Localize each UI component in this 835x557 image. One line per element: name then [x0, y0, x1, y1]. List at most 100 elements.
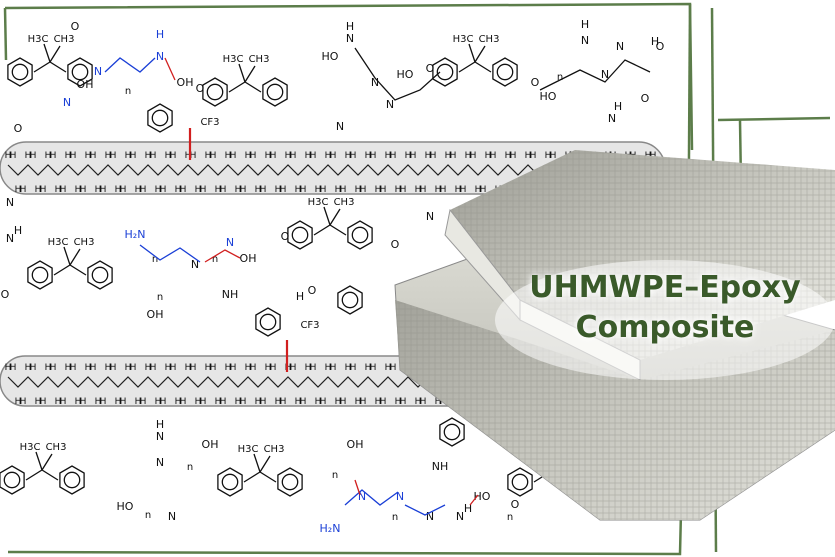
hydrogen-label: H	[145, 363, 152, 373]
hydrogen-label: H	[85, 363, 92, 373]
hydrogen-label: H	[400, 397, 407, 407]
hydrogen-label: H	[280, 185, 287, 195]
nitrogen-label: N	[426, 510, 434, 523]
hydrogen-label: H	[250, 151, 257, 161]
hydrogen-label: H	[25, 363, 32, 373]
hydrogen-label: H	[320, 185, 327, 195]
hydrogen-label: H	[140, 397, 147, 407]
benzene-ring	[347, 220, 373, 250]
hydrogen-label: H	[105, 363, 112, 373]
hydrogen-label: H	[460, 185, 467, 195]
epoxy-backbone	[354, 47, 441, 101]
nitrogen-label: N	[601, 68, 609, 81]
hydrogen-label: H	[20, 397, 27, 407]
hydroxyl-label: OH	[77, 78, 94, 91]
benzene-ring	[277, 467, 303, 497]
nitrogen-label: N	[371, 76, 379, 89]
hydrogen-label: H	[355, 397, 362, 407]
hydrogen-label: H	[440, 185, 447, 195]
graft-bond	[164, 57, 176, 81]
hydrogen-label: H	[380, 185, 387, 195]
trifluoromethyl-label: CF3	[300, 320, 319, 331]
hydrogen-label: H	[270, 151, 277, 161]
hydrogen-label: H	[300, 185, 307, 195]
hydrogen-label: H	[465, 151, 472, 161]
hydrogen-label: H	[150, 151, 157, 161]
hydrogen-label: H	[445, 151, 452, 161]
nitrogen-label: N	[426, 210, 434, 223]
aromatic-circle	[11, 63, 29, 81]
hydroxyl-label: HO	[540, 90, 557, 103]
amine-label: H₂N	[125, 228, 146, 241]
hydrogen-label: H	[310, 363, 317, 373]
amine-bond	[139, 244, 201, 263]
nitrogen-label: N	[63, 96, 71, 109]
aromatic-circle	[221, 473, 239, 491]
composite-caption: UHMWPE–Epoxy Composite	[500, 268, 830, 348]
hydrogen-label: H	[75, 397, 82, 407]
hydrogen-label: H	[265, 151, 272, 161]
hydrogen-label: H	[165, 363, 172, 373]
aromatic-circle	[496, 63, 514, 81]
caption-line-2: Composite	[575, 310, 755, 345]
aromatic-circle	[3, 471, 21, 489]
hydrogen-label: H	[200, 397, 207, 407]
hydrogen-label: H	[180, 397, 187, 407]
hydrogen-label: H	[50, 151, 57, 161]
methyl-bond	[253, 453, 271, 473]
hydrogen-label: H	[120, 397, 127, 407]
benzene-ring	[507, 467, 533, 497]
hydrogen-label: H	[95, 397, 102, 407]
methyl-label: CH3	[54, 34, 75, 45]
benzene-ring	[255, 307, 281, 337]
nitrogen-label: N	[386, 98, 394, 111]
hydrogen-label: H	[545, 151, 552, 161]
hydrogen-label: H	[290, 151, 297, 161]
nitrogen-label: N	[396, 490, 404, 503]
hydrogen-label: H	[340, 397, 347, 407]
hydrogen-label: H	[410, 151, 417, 161]
oxygen-label: O	[308, 284, 317, 297]
hydrogen-label: H	[285, 151, 292, 161]
oxygen-label: O	[656, 40, 665, 53]
oxygen-label: O	[511, 498, 520, 511]
hydrogen-label: H	[30, 151, 37, 161]
hydrogen-label: H	[40, 185, 47, 195]
hydrogen-label: H	[205, 363, 212, 373]
hydroxyl-label: HO	[474, 490, 491, 503]
hydrogen-label: H	[215, 185, 222, 195]
hydrogen-label: H	[185, 363, 192, 373]
hydrogen-label: H	[420, 185, 427, 195]
composite-sample-photo	[394, 150, 835, 521]
hydrogen-label: H	[175, 397, 182, 407]
oxygen-label: O	[14, 122, 23, 135]
nitrogen-label: N	[6, 196, 14, 209]
aromatic-circle	[151, 109, 169, 127]
hydrogen-label: H	[300, 397, 307, 407]
hydrogen-label: H	[385, 363, 392, 373]
hydrogen-label: H	[225, 151, 232, 161]
hydrogen-label: H	[185, 151, 192, 161]
hydrogen-label: H	[165, 151, 172, 161]
hydrogen-label: H	[450, 151, 457, 161]
methyl-bond	[238, 63, 256, 83]
aromatic-circle	[259, 313, 277, 331]
oxygen-label: O	[641, 92, 650, 105]
hydrogen-label: H	[310, 151, 317, 161]
uhmwpe-chain-top: HHHHHHHHHHHHHHHHHHHHHHHHHHHHHHHHHHHHHHHH…	[0, 141, 666, 195]
benzene-ring	[262, 77, 288, 107]
hydrogen-label: H	[10, 363, 17, 373]
hydrogen-label: H	[45, 151, 52, 161]
hydrogen-label: H	[80, 397, 87, 407]
nitrogen-label: N	[608, 112, 616, 125]
hydrogen-label: H	[320, 397, 327, 407]
hydrogen-label: H	[651, 35, 659, 48]
hydrogen-label: H	[40, 397, 47, 407]
methyl-bond	[468, 43, 486, 63]
hydrogen-label: H	[170, 151, 177, 161]
oxygen-label: O	[281, 230, 290, 243]
hydrogen-label: H	[305, 363, 312, 373]
hydrogen-label: H	[245, 151, 252, 161]
methyl-label: H3C	[223, 54, 244, 65]
